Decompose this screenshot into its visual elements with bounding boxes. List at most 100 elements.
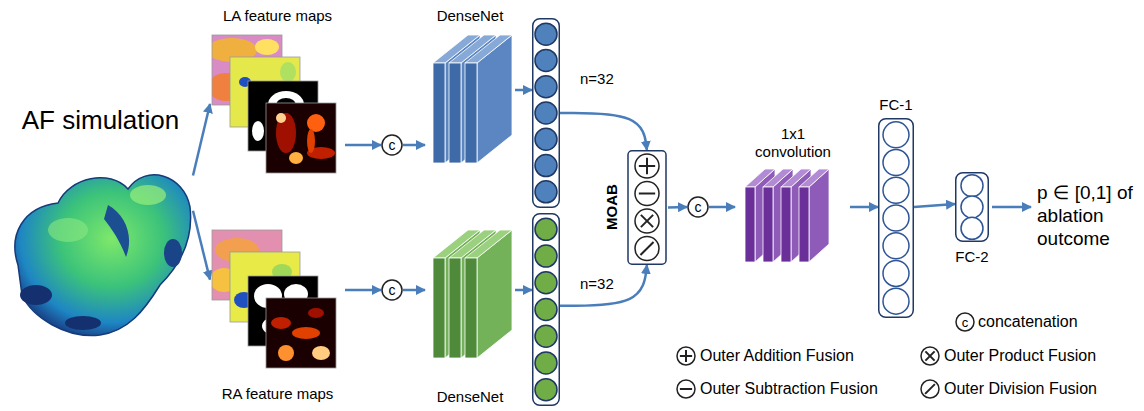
legend-text: Outer Division Fusion bbox=[944, 379, 1097, 398]
flow-arrow bbox=[403, 144, 425, 147]
concat-outline bbox=[382, 135, 402, 155]
vector-outline bbox=[533, 214, 560, 406]
legend-text: Outer Product Fusion bbox=[944, 346, 1096, 365]
node-shape bbox=[210, 5, 345, 185]
flow-arrow bbox=[668, 206, 687, 209]
flow-arrow bbox=[914, 204, 955, 207]
node-shape bbox=[8, 105, 193, 340]
flow-arrow bbox=[560, 265, 647, 306]
neuron bbox=[961, 217, 983, 239]
concat-circle: c bbox=[687, 196, 709, 218]
node-shape bbox=[210, 225, 345, 407]
neuron bbox=[535, 49, 557, 71]
concat-circle: c bbox=[381, 279, 403, 301]
neuron bbox=[883, 260, 909, 286]
concat-outline bbox=[688, 197, 708, 217]
fc-layer: FC-2 bbox=[955, 172, 989, 242]
convolution-block: 1x1 convolution bbox=[735, 125, 850, 270]
densenet-block: DenseNet bbox=[425, 230, 515, 408]
neuron bbox=[535, 155, 557, 177]
feature-map-image bbox=[266, 298, 336, 368]
neuron bbox=[961, 196, 983, 218]
node-label: FC-2 bbox=[942, 248, 1002, 266]
fusion-symbol bbox=[635, 182, 659, 206]
fusion-symbol bbox=[956, 313, 974, 331]
fc-layer: FC-1 bbox=[878, 118, 914, 318]
layer-slabs bbox=[745, 169, 829, 262]
neuron bbox=[883, 122, 909, 148]
node-label: LA feature maps bbox=[210, 7, 345, 25]
moab-outline bbox=[628, 151, 666, 265]
neuron bbox=[535, 102, 557, 124]
vector-outline bbox=[533, 19, 560, 208]
neuron bbox=[883, 205, 909, 231]
moab-block: MOAB bbox=[600, 150, 668, 265]
flow-arrow bbox=[403, 289, 425, 292]
fusion-symbol bbox=[677, 380, 695, 398]
neuron bbox=[883, 288, 909, 314]
neuron bbox=[535, 272, 557, 294]
neuron bbox=[535, 299, 557, 321]
legend-text: Outer Addition Fusion bbox=[700, 346, 854, 365]
neuron bbox=[535, 379, 557, 401]
neuron bbox=[535, 128, 557, 150]
neuron bbox=[535, 181, 557, 203]
node-label: FC-1 bbox=[866, 96, 926, 114]
node-label: AF simulation bbox=[8, 105, 193, 136]
node-label: DenseNet bbox=[425, 7, 515, 25]
vector-outline bbox=[879, 119, 914, 318]
concat-outline bbox=[382, 280, 402, 300]
neuron bbox=[883, 233, 909, 259]
feature-map-stack: LA feature maps bbox=[210, 5, 345, 185]
simulation-figure: AF simulation bbox=[8, 105, 193, 340]
feature-vector: n=32 bbox=[532, 18, 560, 208]
feature-map-image bbox=[266, 103, 336, 173]
node-shape bbox=[878, 118, 914, 318]
node-label: n=32 bbox=[580, 275, 628, 293]
flow-arrow bbox=[850, 206, 878, 209]
neuron bbox=[961, 175, 983, 197]
fusion-symbol bbox=[635, 237, 659, 261]
fusion-symbol bbox=[921, 380, 939, 398]
node-label: RA feature maps bbox=[210, 385, 345, 403]
flow-arrow bbox=[193, 211, 210, 280]
neuron bbox=[535, 325, 557, 347]
fusion-symbol bbox=[677, 347, 695, 365]
flow-arrow bbox=[193, 104, 210, 176]
feature-vector: n=32 bbox=[532, 213, 560, 406]
concat-symbol-letter: c bbox=[956, 313, 974, 331]
output-arrow bbox=[992, 206, 1031, 209]
flow-arrow bbox=[345, 289, 381, 292]
heart-illustration bbox=[15, 175, 191, 336]
node-shape bbox=[532, 213, 560, 406]
node-shape bbox=[955, 172, 989, 242]
node-label: 1x1 convolution bbox=[743, 125, 843, 161]
feature-map-stack: RA feature maps bbox=[210, 225, 345, 407]
fusion-symbol bbox=[921, 347, 939, 365]
layer-slabs bbox=[433, 230, 512, 358]
fusion-symbol bbox=[635, 154, 659, 178]
layer-slabs bbox=[433, 35, 512, 163]
legend-text: Outer Subtraction Fusion bbox=[700, 379, 878, 398]
node-label: n=32 bbox=[580, 70, 628, 88]
node-label: c bbox=[381, 134, 403, 156]
neuron bbox=[883, 150, 909, 176]
flow-arrow bbox=[345, 144, 381, 147]
neuron bbox=[883, 177, 909, 203]
node-shape bbox=[425, 5, 515, 175]
neuron bbox=[535, 218, 557, 240]
densenet-block: DenseNet bbox=[425, 5, 515, 175]
neuron bbox=[535, 76, 557, 98]
node-label: c bbox=[381, 279, 403, 301]
flow-arrow bbox=[515, 289, 532, 292]
legend-text: concatenation bbox=[978, 312, 1078, 331]
node-shape bbox=[532, 18, 560, 208]
neuron bbox=[535, 245, 557, 267]
vector-outline bbox=[956, 173, 989, 242]
node-shape bbox=[425, 230, 515, 408]
output-label: p ∈ [0,1] of ablation outcome bbox=[1037, 182, 1139, 250]
node-label: MOAB bbox=[603, 184, 621, 230]
neuron bbox=[535, 23, 557, 45]
flow-arrow bbox=[709, 206, 735, 209]
